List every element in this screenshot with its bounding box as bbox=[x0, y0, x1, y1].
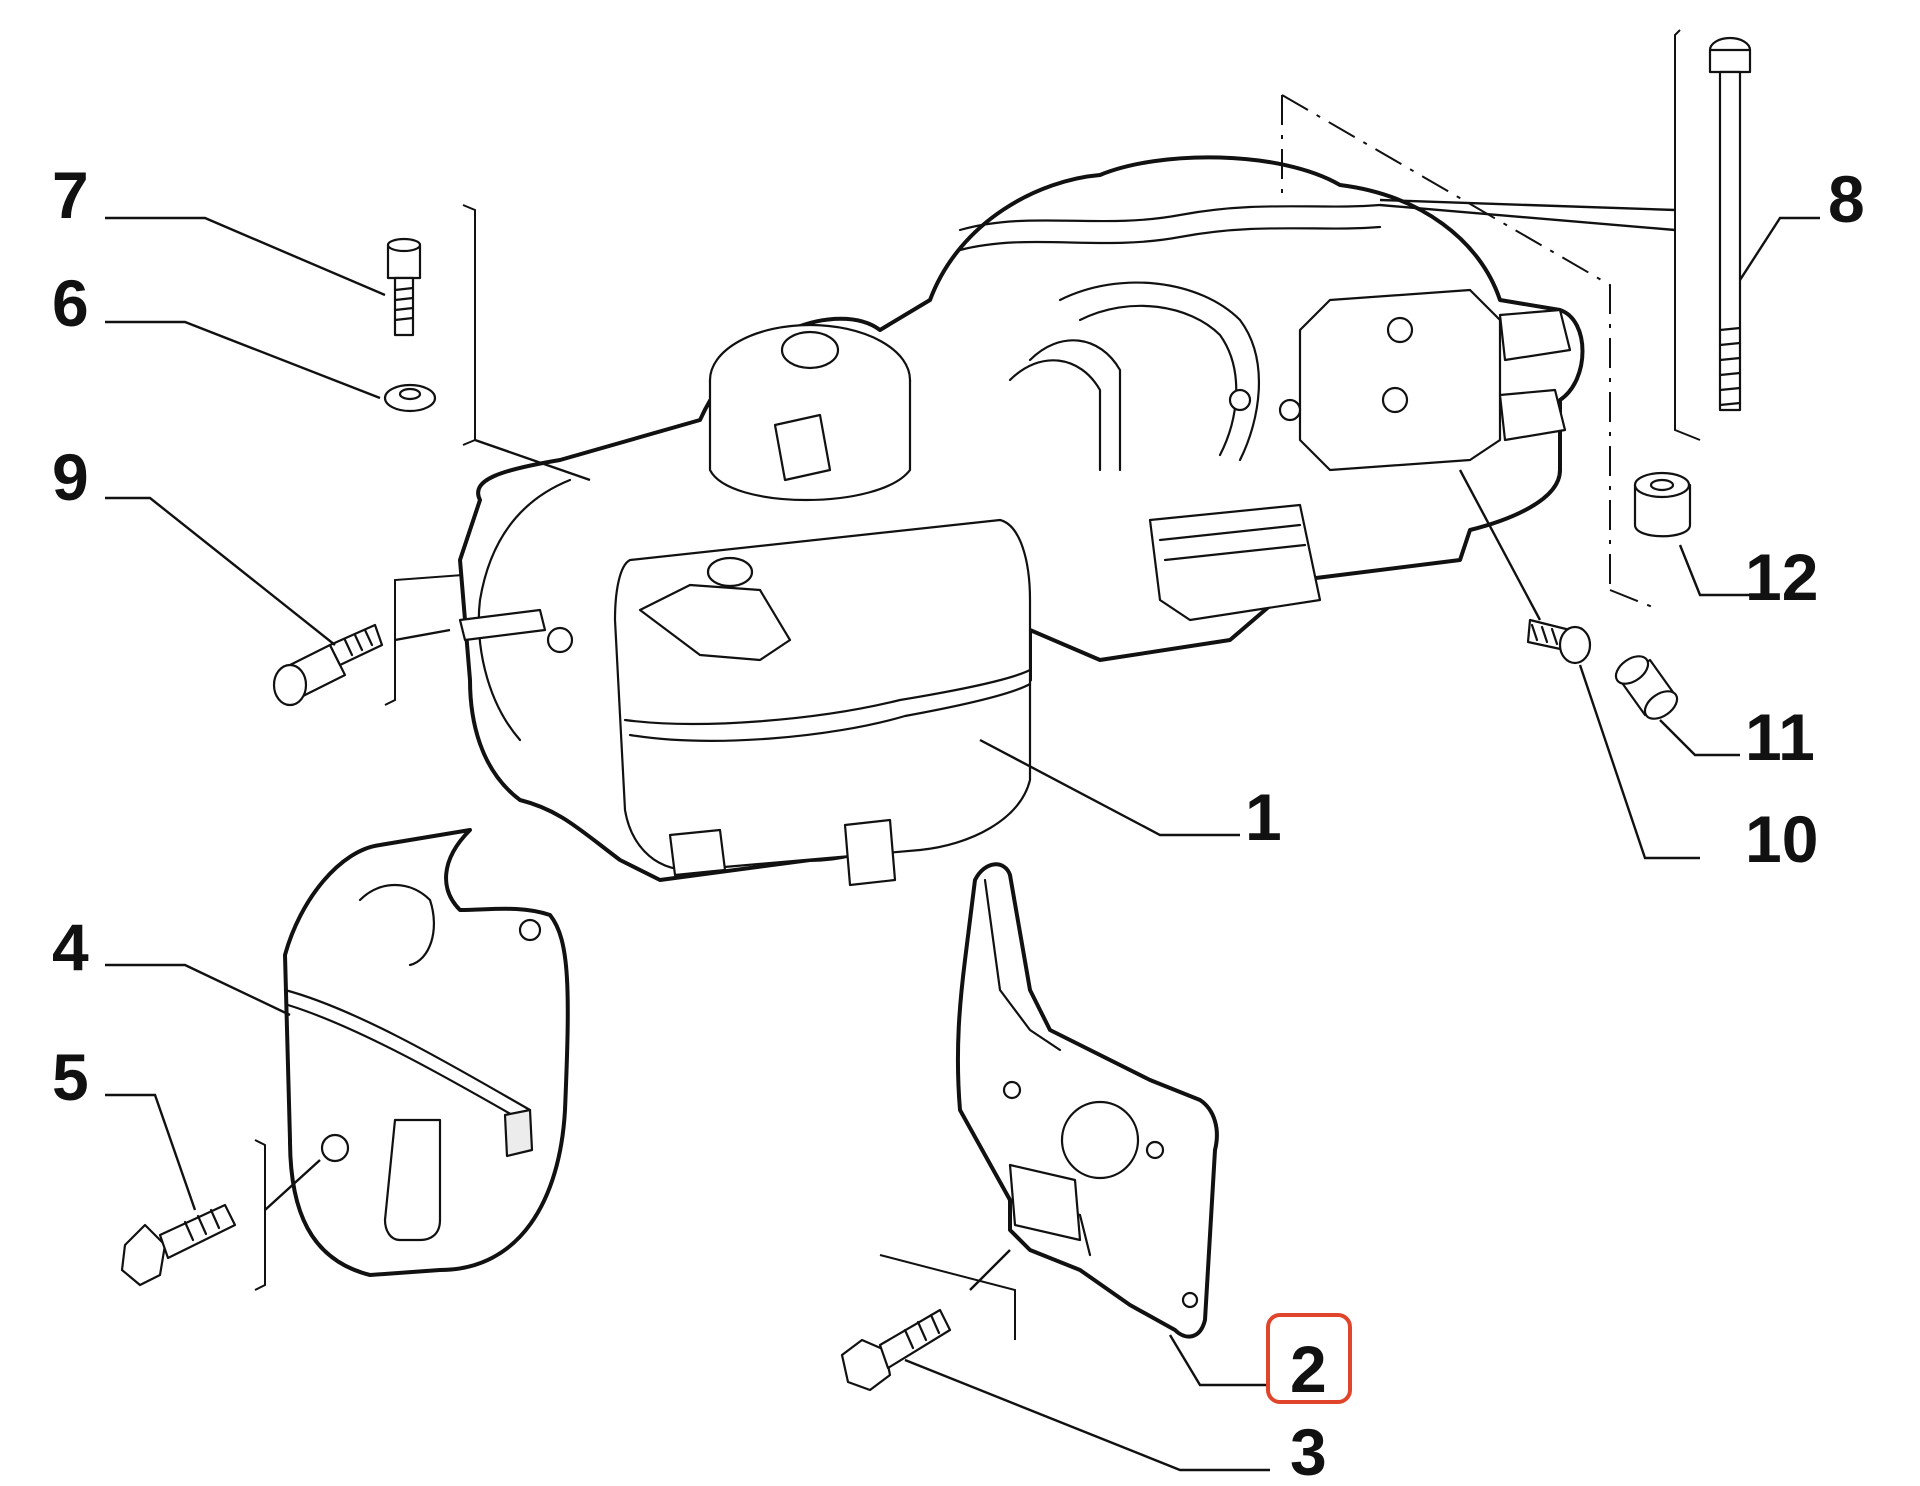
part-1-hydraulic-unit bbox=[458, 155, 1585, 887]
callout-1: 1 bbox=[1245, 780, 1282, 854]
part-2-mounting-bracket bbox=[955, 862, 1219, 1339]
part-10-torx-screw bbox=[1526, 618, 1592, 665]
callout-5: 5 bbox=[52, 1040, 89, 1114]
part-11-bushing bbox=[1614, 655, 1679, 720]
callout-11: 11 bbox=[1745, 700, 1815, 774]
callout-2: 2 bbox=[1290, 1332, 1327, 1406]
callout-4: 4 bbox=[52, 910, 89, 984]
part-5-flange-bolt bbox=[120, 1203, 237, 1287]
part-3-hex-bolt bbox=[840, 1308, 952, 1392]
part-8-long-bolt bbox=[1708, 36, 1752, 412]
callout-7: 7 bbox=[52, 158, 89, 232]
part-9-flange-bolt bbox=[272, 623, 384, 707]
callout-9: 9 bbox=[52, 440, 89, 514]
part-4-tank-cover bbox=[283, 828, 570, 1277]
callout-2-highlight bbox=[1266, 1313, 1352, 1404]
callout-3: 3 bbox=[1290, 1415, 1327, 1486]
part-7-socket-bolt bbox=[386, 237, 422, 337]
callout-8: 8 bbox=[1828, 162, 1865, 236]
callout-labels: 7 6 9 4 5 1 2 3 8 12 11 10 bbox=[52, 158, 1865, 1486]
part-6-washer bbox=[383, 383, 437, 413]
callout-6: 6 bbox=[52, 266, 89, 340]
leader-lines bbox=[105, 198, 1820, 1472]
callout-12: 12 bbox=[1745, 540, 1818, 614]
callout-10: 10 bbox=[1745, 802, 1818, 876]
part-12-spacer bbox=[1633, 471, 1692, 538]
